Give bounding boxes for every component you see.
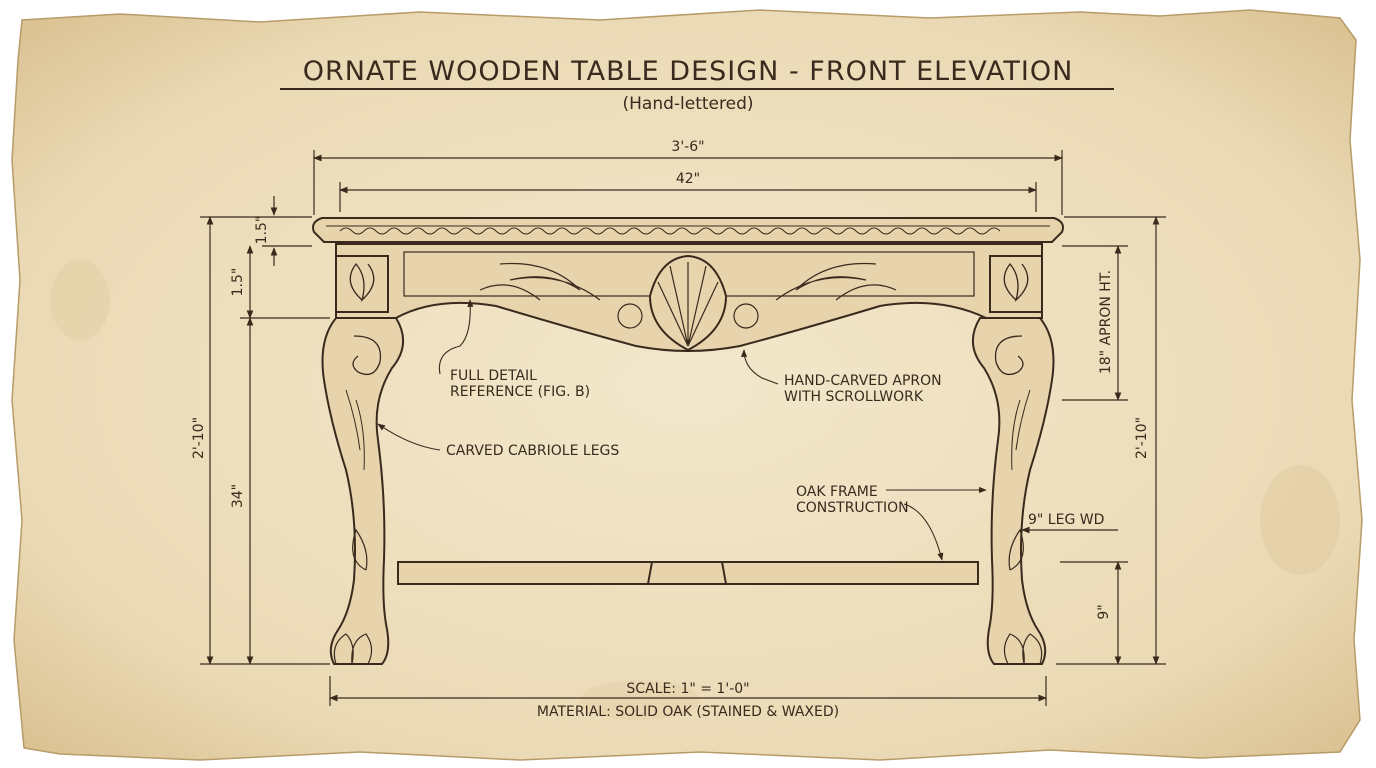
tabletop	[312, 217, 1064, 243]
leader-full-detail	[438, 299, 474, 375]
callout-full-detail-line2: REFERENCE (FIG. B)	[450, 384, 591, 400]
stretcher-block	[646, 561, 728, 585]
material-note: MATERIAL: SOLID OAK (STAINED & WAXED)	[536, 704, 840, 720]
title-underline	[280, 88, 1114, 90]
callout-frame-line2: CONSTRUCTION	[796, 500, 909, 516]
callout-apron-line1: HAND-CARVED APRON	[784, 373, 942, 389]
corner-block-left	[335, 255, 389, 313]
callout-apron-line2: WITH SCROLLWORK	[784, 389, 923, 405]
dim-leg-width-label: 9" LEG WD	[1028, 512, 1105, 528]
dim-apron-offset-label: 1.5"	[230, 267, 246, 297]
leader-apron	[740, 349, 779, 385]
dim-leg-height-label: 34"	[230, 483, 246, 509]
table-drawing	[312, 217, 1064, 665]
corner-block-right	[989, 255, 1043, 313]
dim-overall-width-label: 3'-6"	[671, 139, 705, 155]
callout-frame-line1: OAK FRAME	[796, 484, 878, 500]
leader-frame-bottom	[903, 503, 944, 561]
dim-left-overall-label: 2'-10"	[191, 416, 207, 460]
dim-stretcher-label: 9"	[1096, 604, 1112, 620]
leader-legs	[377, 423, 441, 451]
dim-top-width-label: 42"	[675, 171, 701, 187]
callout-full-detail-line1: FULL DETAIL	[450, 368, 537, 384]
dim-right-overall-label: 2'-10"	[1134, 416, 1150, 460]
dim-apron-height-label: 18" APRON HT.	[1098, 269, 1114, 375]
dim-top-thickness-label: 1.5"	[254, 215, 270, 245]
callout-legs: CARVED CABRIOLE LEGS	[446, 443, 620, 459]
drawing-title: ORNATE WOODEN TABLE DESIGN - FRONT ELEVA…	[302, 56, 1074, 87]
leg-right	[972, 317, 1055, 665]
drawing-subtitle: (Hand-lettered)	[622, 94, 754, 114]
scale-note: SCALE: 1" = 1'-0"	[626, 681, 750, 697]
paper-sheet	[11, 9, 1363, 761]
leg-left	[321, 317, 404, 665]
